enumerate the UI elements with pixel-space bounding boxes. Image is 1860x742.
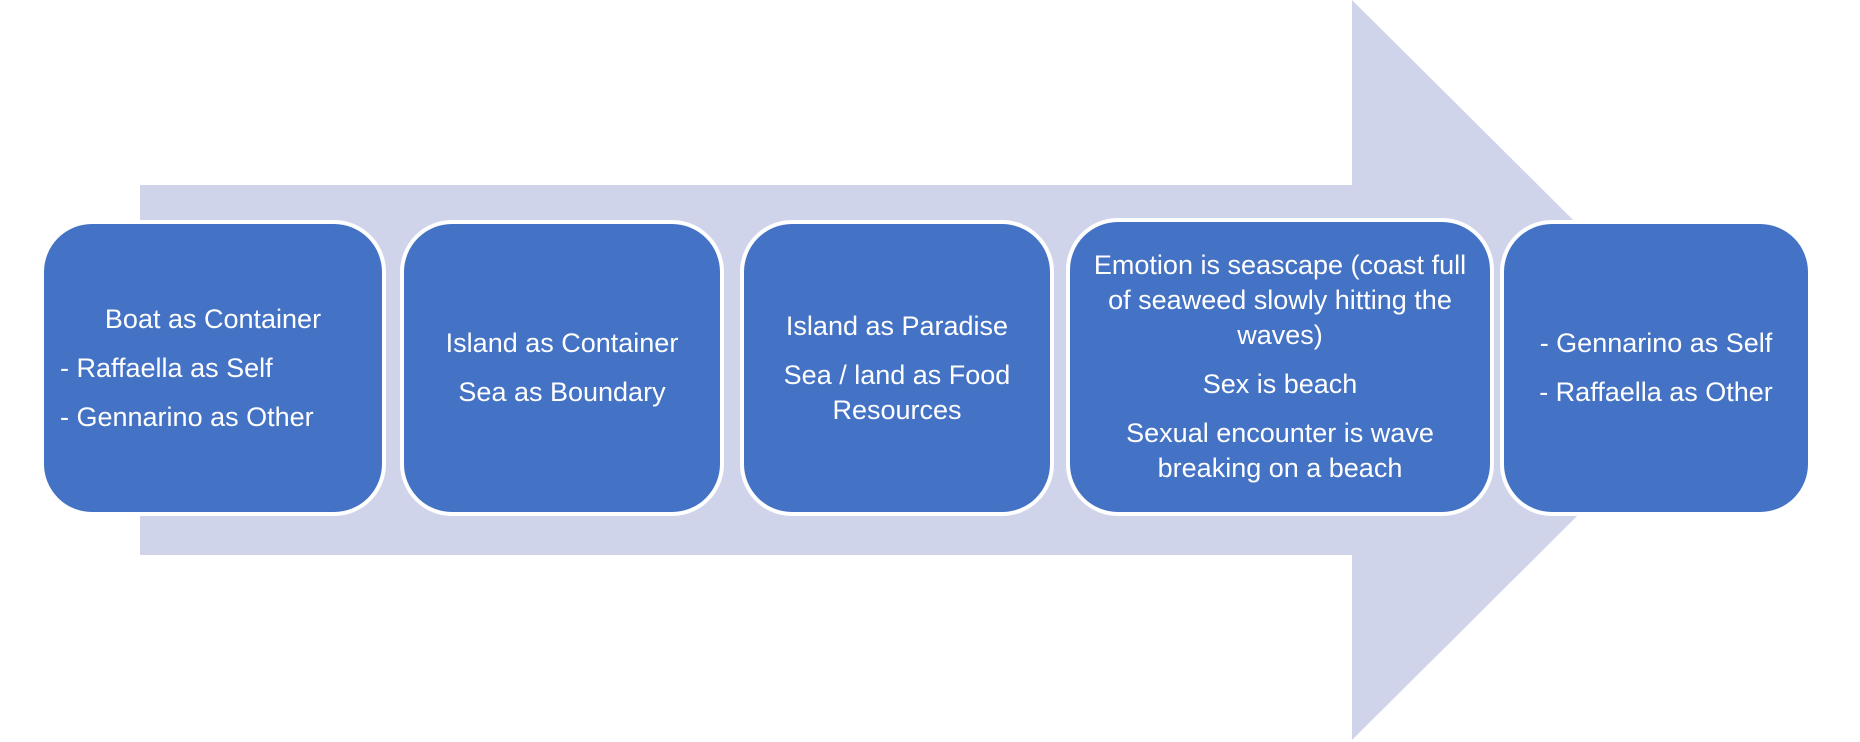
step-box-gennarino-as-self: - Gennarino as Self - Raffaella as Other [1500, 220, 1812, 516]
step-2-line-1: Island as Container [445, 328, 679, 358]
step-3-line-2: Sea / land as Food Resources [783, 359, 1011, 425]
step-2-line-2: Sea as Boundary [458, 377, 666, 407]
step-box-emotion-is-seascape: Emotion is seascape (coast full of seawe… [1066, 218, 1494, 516]
step-5-line-2: - Raffaella as Other [1539, 377, 1773, 407]
step-4-line-1: Emotion is seascape (coast full of seawe… [1093, 250, 1467, 350]
step-5-line-1: - Gennarino as Self [1539, 328, 1773, 358]
step-1-line-1: Boat as Container [104, 303, 322, 334]
step-box-island-as-container: Island as Container Sea as Boundary [400, 220, 724, 516]
step-3-line-1: Island as Paradise [785, 310, 1009, 341]
step-1-line-3: - Gennarino as Other [60, 401, 314, 432]
step-box-boat-as-container: Boat as Container - Raffaella as Self - … [40, 220, 386, 516]
step-4-line-2: Sex is beach [1202, 369, 1358, 399]
step-4-line-3: Sexual encounter is wave breaking on a b… [1126, 418, 1434, 483]
step-1-line-2: - Raffaella as Self [60, 352, 273, 383]
step-box-island-as-paradise: Island as Paradise Sea / land as Food Re… [740, 220, 1054, 516]
